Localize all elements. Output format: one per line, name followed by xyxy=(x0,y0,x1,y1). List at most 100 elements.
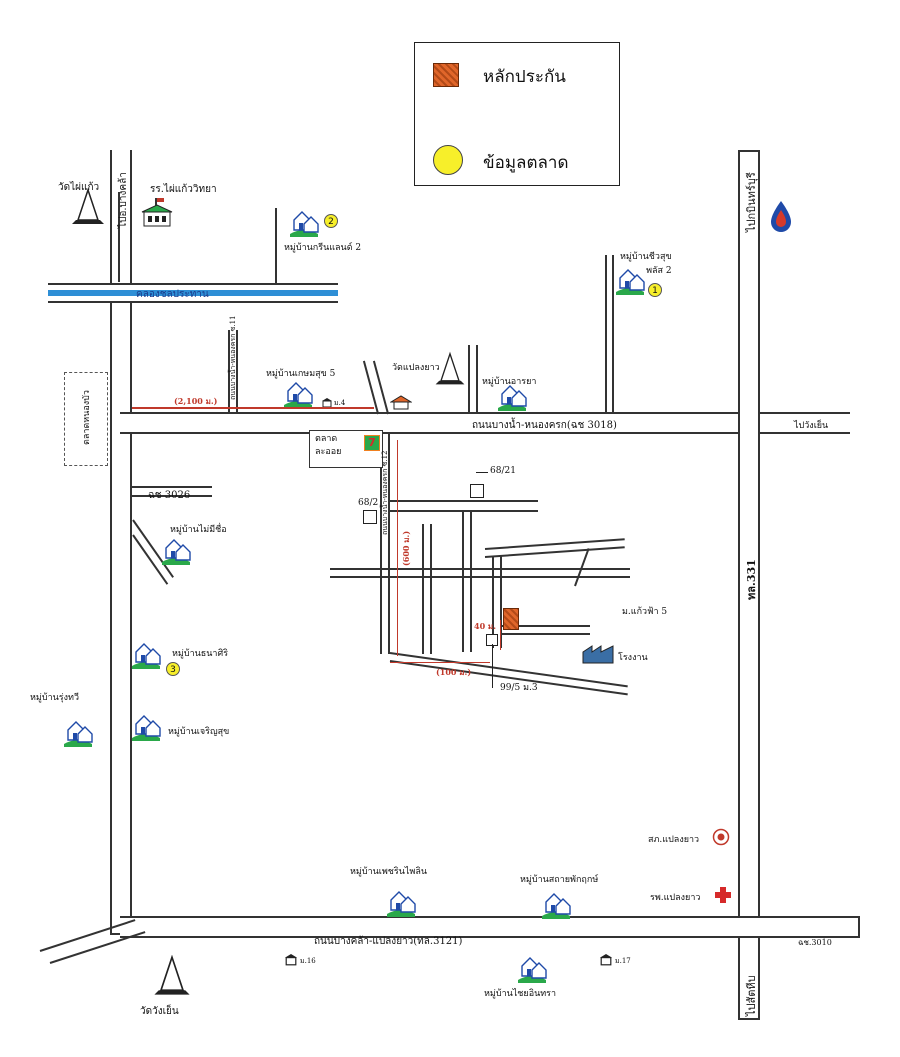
label-hospital: รพ.แปลงยาว xyxy=(650,893,701,903)
village-house-icon xyxy=(290,211,319,237)
inner-road-v5 xyxy=(462,512,464,652)
label-wat-plaeng-yao: วัดแปลงยาว xyxy=(392,363,440,373)
market-marker-3[interactable]: 3 xyxy=(166,662,180,676)
market-data-swatch-icon xyxy=(433,145,463,175)
inner-road-h4 xyxy=(500,625,590,627)
label-kaeofa-5: ม.แก้วฟ้า 5 xyxy=(622,607,668,617)
label-school: รร.ไผ่แก้ววิทยา xyxy=(150,184,217,195)
road-north-bangkla xyxy=(118,192,120,282)
distance-2100-line xyxy=(132,407,374,409)
label-chai-inthra: หมู่บ้านไชยอินทรา xyxy=(484,989,557,999)
road-chiwasuk xyxy=(605,255,607,412)
road-chiwasuk-2 xyxy=(612,255,614,412)
label-wat-phai-kaeo: วัดไผ่แก้ว xyxy=(58,182,100,193)
hospital-cross-icon xyxy=(715,887,731,903)
road-amaraya-b xyxy=(476,345,478,412)
road-3026 xyxy=(132,486,212,488)
label-soi-11: ถนนบางน้ำ-หนองครก ซ.11 xyxy=(229,315,237,401)
inner-road-v7 xyxy=(492,556,494,648)
label-amaraya: หมู่บ้านอารยา xyxy=(482,377,537,387)
side-box: ตลาดหนองบัว xyxy=(64,372,108,466)
label-dist-600: (600 ม.) xyxy=(401,530,411,566)
village-house-icon xyxy=(542,893,571,919)
plot-995-leader xyxy=(492,644,493,688)
label-to-kabin-buri: ไปกบินทร์บุรี xyxy=(745,172,758,232)
road-331 xyxy=(738,150,760,1020)
road-3018-east xyxy=(740,412,850,434)
label-dist-40: 40 ม. xyxy=(474,621,496,631)
village-house-icon xyxy=(498,385,527,411)
label-phet-in-phalin: หมู่บ้านเพชรินไพลิน xyxy=(350,867,428,877)
temple-pagoda-icon xyxy=(154,955,190,995)
label-moo-16: ม.16 xyxy=(300,957,316,965)
legend-market-data-label: ข้อมูลตลาด xyxy=(483,153,569,173)
shrine-icon xyxy=(390,395,412,410)
label-to-bang-kla: ไปอ.บางคล้า xyxy=(118,172,129,228)
label-green-land-2: หมู่บ้านกรีนแลนด์ 2 xyxy=(284,243,362,253)
seven-eleven-icon: 7 xyxy=(364,435,380,451)
distance-100-line xyxy=(390,662,490,663)
legend-collateral-label: หลักประกัน xyxy=(483,67,566,87)
plot-6821-box xyxy=(470,484,484,498)
label-plot-995: 99/5 ม.3 xyxy=(500,683,538,693)
school-icon xyxy=(141,198,173,227)
road-soi-11-b xyxy=(236,330,238,412)
inner-road-v8 xyxy=(500,556,502,648)
label-police: สภ.แปลงยาว xyxy=(648,835,700,845)
inner-road-h4b xyxy=(500,633,590,635)
label-road-331: ทล.331 xyxy=(745,559,758,600)
label-dist-2100: (2,100 ม.) xyxy=(174,396,218,406)
village-house-icon xyxy=(64,721,93,747)
road-soi-11 xyxy=(228,330,230,412)
market-name-label: ตลาด ละออย xyxy=(315,434,342,457)
label-chiwasuk-plus-2: หมู่บ้านชีวสุข พลัส 2 xyxy=(620,252,672,276)
inner-road-h1 xyxy=(388,500,538,502)
label-main-road-south: ถนนบางคล้า-แปลงยาว(ทล.3121) xyxy=(314,936,463,947)
road-west-vertical xyxy=(110,150,132,935)
small-building-icon xyxy=(285,954,297,966)
market-marker-2[interactable]: 2 xyxy=(324,214,338,228)
label-sathaya: หมู่บ้านสถายพักฤกษ์ xyxy=(520,875,599,885)
label-mai-mee-chue: หมู่บ้านไม่มีชื่อ xyxy=(170,525,227,535)
plot-6821-leader xyxy=(476,472,488,473)
road-3018 xyxy=(120,412,740,434)
village-house-icon xyxy=(132,643,161,669)
label-charoensuk: หมู่บ้านเจริญสุข xyxy=(168,727,230,737)
collateral-swatch-icon xyxy=(433,63,459,87)
label-chor-3026: ฉช 3026 xyxy=(148,490,191,501)
side-box-label: ตลาดหนองบัว xyxy=(82,390,92,445)
plot-682-box xyxy=(363,510,377,524)
label-factory: โรงงาน xyxy=(618,653,648,663)
temple-pagoda-icon xyxy=(72,188,104,224)
label-moo-4: ม.4 xyxy=(334,399,346,407)
inner-road-v3 xyxy=(422,524,424,654)
distance-600-line xyxy=(397,440,398,656)
collateral-property xyxy=(503,608,519,630)
village-house-icon xyxy=(518,957,547,983)
village-house-icon xyxy=(162,539,191,565)
canal-label: คลองชลประทาน xyxy=(136,289,209,300)
road-amaraya xyxy=(468,345,470,412)
label-rungthawee: หมู่บ้านรุ่งทวี xyxy=(30,693,79,703)
road-southwest-diagonal-2 xyxy=(49,931,146,964)
label-wat-wang-yen: วัดวังเย็น xyxy=(140,1006,179,1017)
label-plot-682: 68/2 xyxy=(358,498,379,508)
inner-road-h2 xyxy=(330,568,630,570)
road-3026-b xyxy=(132,495,212,497)
label-soi-12: ถนนบางน้ำ-หนองครก ซ.12 xyxy=(381,450,389,536)
village-house-icon xyxy=(616,269,645,295)
canal-water xyxy=(48,290,338,296)
label-main-road-north: ถนนบางน้ำ-หนองครก(ฉช 3018) xyxy=(472,420,617,431)
market-marker-1[interactable]: 1 xyxy=(648,283,662,297)
label-kasemsuk-5: หมู่บ้านเกษมสุข 5 xyxy=(266,369,336,379)
map-legend: หลักประกัน ข้อมูลตลาด xyxy=(414,42,620,186)
inner-road-v4 xyxy=(430,524,432,654)
small-building-icon xyxy=(600,954,612,966)
inner-road-v6 xyxy=(470,512,472,652)
label-to-sattahip: ไปสัตหีบ xyxy=(745,975,758,1016)
label-to-wang-yen: ไปวังเย็น xyxy=(794,421,829,431)
village-house-icon xyxy=(387,891,416,917)
inner-road-h1b xyxy=(388,510,538,512)
inner-road-v2 xyxy=(388,434,390,654)
market-box: ตลาด ละออย 7 xyxy=(309,430,383,468)
